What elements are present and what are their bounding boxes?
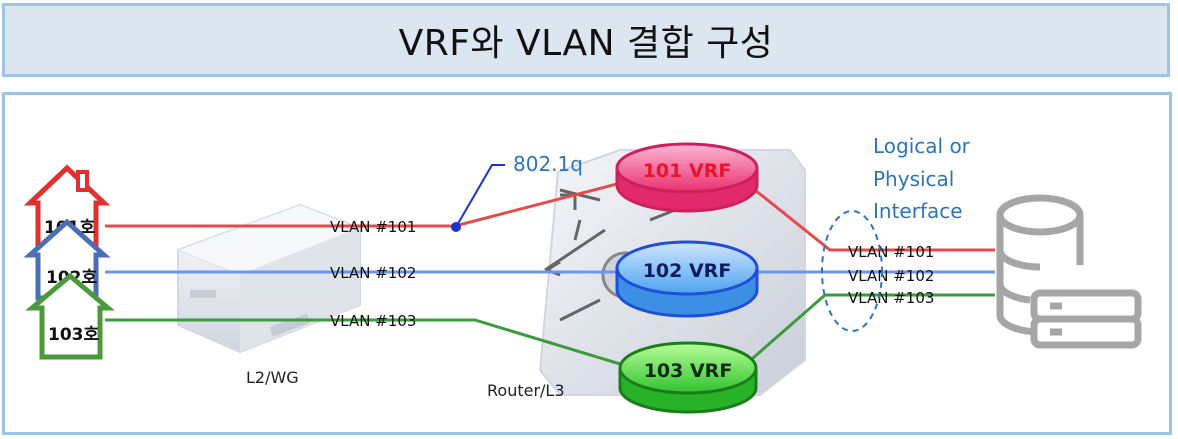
switch-label: L2/WG	[246, 368, 299, 387]
vlan-left-101-label: VLAN #101	[330, 218, 416, 236]
vrf-103-label: 103 VRF	[644, 360, 733, 382]
dot1q-annotation: 802.1q	[451, 152, 583, 232]
interface-ellipse	[821, 210, 883, 332]
vrf-103-icon: 103 VRF	[618, 341, 758, 414]
vlan-103-link	[105, 318, 641, 372]
vrf-101-uplink	[739, 176, 995, 252]
vrf-103-uplink	[744, 293, 995, 367]
vlan-left-103-label: VLAN #103	[330, 312, 416, 330]
router-label: Router/L3	[487, 381, 565, 400]
vrf-101-label: 101 VRF	[643, 160, 732, 182]
database-server-icon	[996, 194, 1142, 349]
vlan-right-103-label: VLAN #103	[848, 289, 934, 307]
l2-switch-icon	[176, 203, 362, 354]
title-bar: VRF와 VLAN 결합 구성	[2, 3, 1170, 77]
page-title: VRF와 VLAN 결합 구성	[398, 23, 774, 64]
interface-label-line2: Physical	[873, 167, 954, 191]
vlan-right-102-label: VLAN #102	[848, 267, 934, 285]
vlan-left-102-label: VLAN #102	[330, 264, 416, 282]
dot1q-label: 802.1q	[513, 152, 583, 176]
vrf-102-icon: 102 VRF	[615, 240, 759, 318]
house-103-icon: 103호	[25, 272, 115, 360]
vlan-right-101-label: VLAN #101	[848, 243, 934, 261]
interface-label-line1: Logical or	[873, 134, 971, 158]
house-103-label: 103호	[48, 325, 99, 345]
interface-label-line3: Interface	[873, 199, 963, 223]
vrf-101-icon: 101 VRF	[615, 142, 759, 213]
vrf-102-label: 102 VRF	[643, 260, 732, 282]
